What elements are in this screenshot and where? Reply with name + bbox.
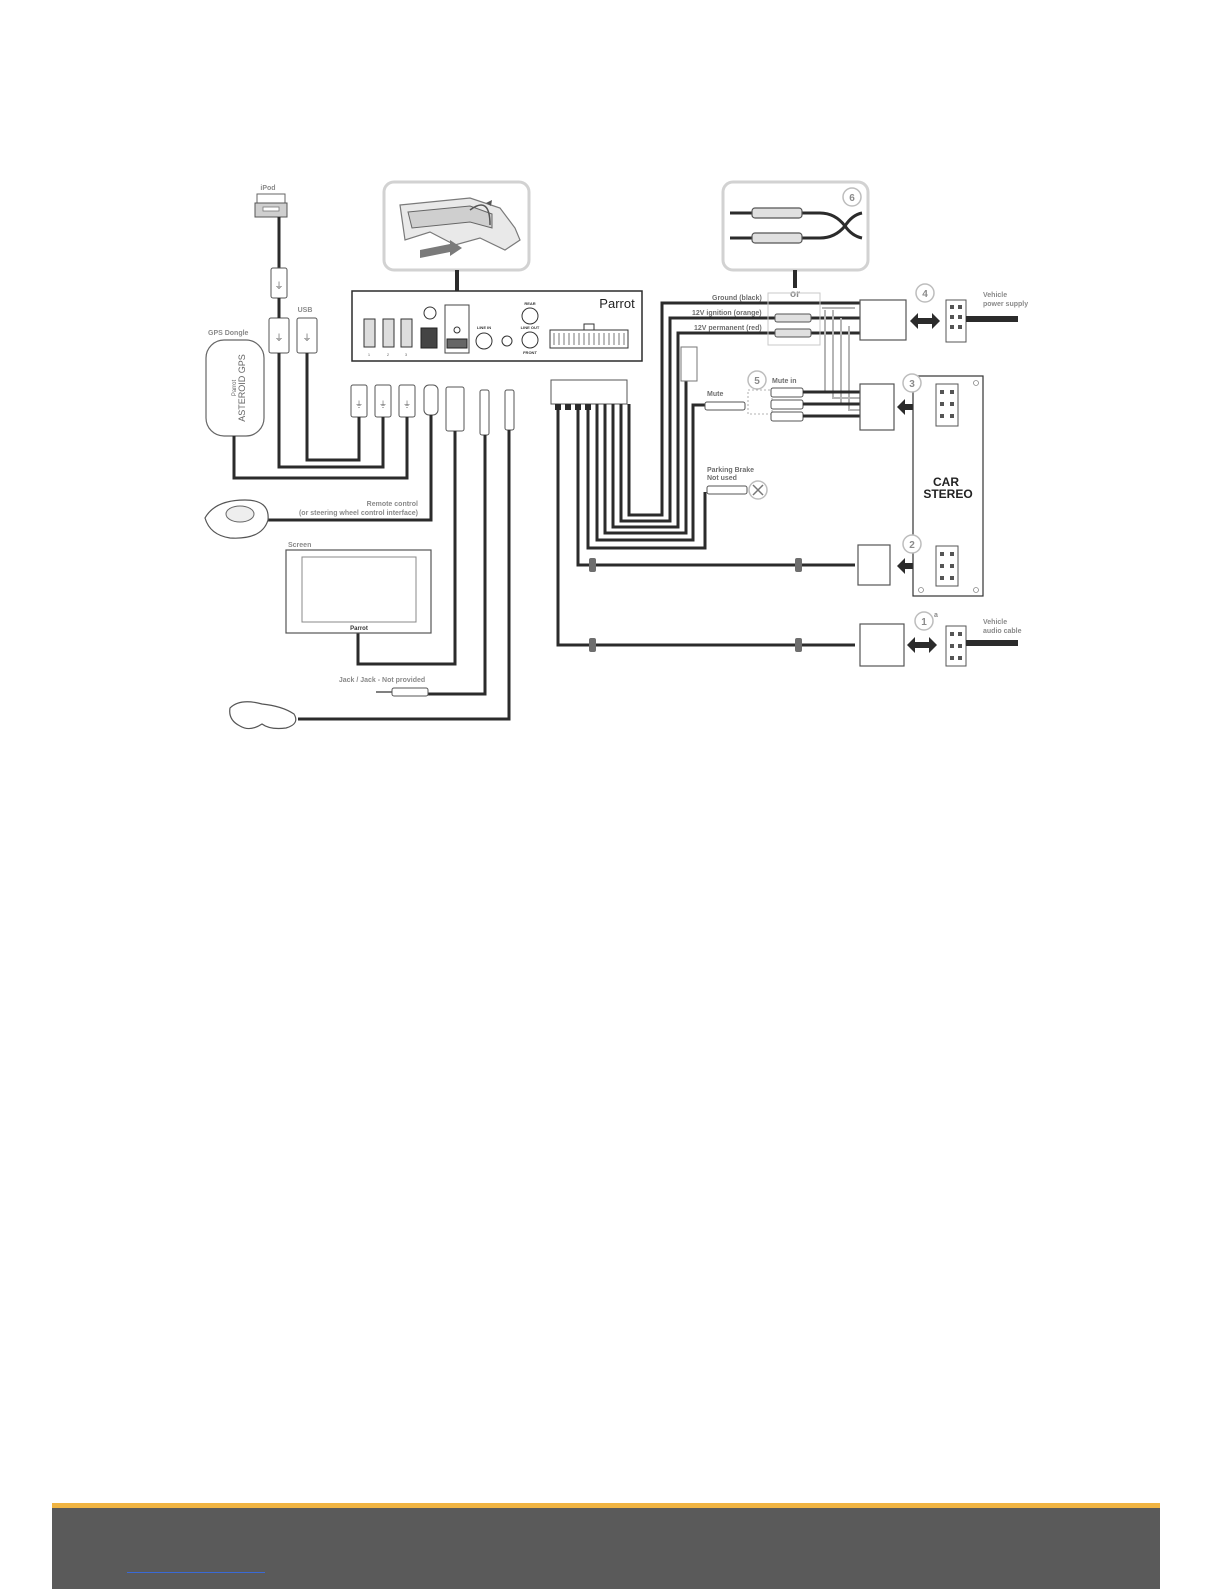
svg-text:⏚: ⏚ <box>379 400 387 409</box>
jack-label: Jack / Jack - Not provided <box>339 677 425 684</box>
unit-plugs <box>350 384 515 436</box>
parking-brake-label-1: Parking Brake <box>707 467 754 474</box>
or-label: or <box>790 289 800 300</box>
fuse-crossing-inset: 6 or <box>721 180 870 300</box>
vehicle-audio-label-2: audio cable <box>983 628 1022 635</box>
screen-brand: Parrot <box>350 626 368 632</box>
step-number-4: 4 <box>915 283 935 303</box>
ignition-label: 12V ignition (orange) <box>692 310 762 317</box>
port-line-out-label: LINE OUT <box>521 325 540 330</box>
vehicle-audio-label-1: Vehicle <box>983 619 1007 626</box>
svg-text:⏚: ⏚ <box>274 333 283 343</box>
inset-number-6: 6 <box>849 193 855 204</box>
screen-display: Screen Parrot <box>285 542 432 634</box>
screen-label: Screen <box>288 542 311 549</box>
step-number-2: 2 <box>902 534 922 554</box>
svg-text:⏚: ⏚ <box>355 400 363 409</box>
mute-label: Mute <box>707 391 723 398</box>
page-footer <box>52 1503 1160 1589</box>
remote-control: Remote control (or steering wheel contro… <box>204 499 418 539</box>
vehicle-power-label-2: power supply <box>983 301 1028 308</box>
harness-wires <box>556 301 860 647</box>
permanent-label: 12V permanent (red) <box>694 325 762 332</box>
not-used-x-icon <box>752 484 764 496</box>
port-front-label: FRONT <box>523 350 537 355</box>
remote-control-label-2: (or steering wheel control interface) <box>299 510 418 517</box>
ipod-label: iPod <box>260 185 275 192</box>
parrot-logo: Parrot <box>599 296 635 311</box>
car-stereo-label-2: STEREO <box>923 487 972 501</box>
microphone <box>229 701 297 730</box>
port-rear-label: REAR <box>524 301 535 306</box>
mute-wiring: Mute 5 Mute in <box>704 370 860 422</box>
vehicle-power-label-1: Vehicle <box>983 292 1007 299</box>
car-stereo-label-1: CAR <box>933 475 959 489</box>
svg-text:⏚: ⏚ <box>302 333 311 343</box>
usb-port-3-label: 3 <box>405 352 408 357</box>
usb-extension: USB ⏚ <box>296 307 318 354</box>
step-number-3: 3 <box>902 373 922 393</box>
svg-text:2: 2 <box>909 540 915 551</box>
ground-label: Ground (black) <box>712 295 762 302</box>
vehicle-side-connectors <box>857 299 907 667</box>
gps-brand: Parrot <box>232 380 238 397</box>
svg-text:4: 4 <box>922 289 928 300</box>
parking-brake-label-2: Not used <box>707 475 737 482</box>
left-cables <box>232 353 511 721</box>
gps-dongle: GPS Dongle Parrot ASTEROID GPS <box>205 330 265 437</box>
svg-text:1: 1 <box>921 617 927 628</box>
remote-control-label-1: Remote control <box>367 501 418 508</box>
connector-latch-inset <box>382 180 531 305</box>
svg-text:3: 3 <box>909 379 915 390</box>
gps-name: ASTEROID GPS <box>237 354 247 422</box>
step-number-1-superscript: a <box>934 612 938 619</box>
usb-label: USB <box>298 307 313 314</box>
jack-cable: Jack / Jack - Not provided <box>339 677 429 697</box>
footer-link[interactable] <box>127 1572 265 1573</box>
main-unit: Parrot 1 2 3 LINE IN REAR LINE OUT FRONT <box>351 290 643 362</box>
step-number-1: 1 a <box>914 611 938 631</box>
ipod-connector: iPod ⏚ ⏚ <box>254 185 290 354</box>
svg-text:⏚: ⏚ <box>403 400 411 409</box>
port-line-in-label: LINE IN <box>477 325 491 330</box>
gps-dongle-label: GPS Dongle <box>208 330 249 337</box>
usb-port-2-label: 2 <box>387 352 390 357</box>
wiring-diagram: 6 or iPod ⏚ ⏚ USB ⏚ GPS Dongle Parrot AS… <box>204 180 1028 730</box>
parking-brake: Parking Brake Not used <box>706 467 768 500</box>
mute-in-label: Mute in <box>772 378 797 385</box>
mute-in-number-5: 5 <box>754 376 760 387</box>
usb-port-1-label: 1 <box>368 352 371 357</box>
svg-text:⏚: ⏚ <box>274 281 283 291</box>
